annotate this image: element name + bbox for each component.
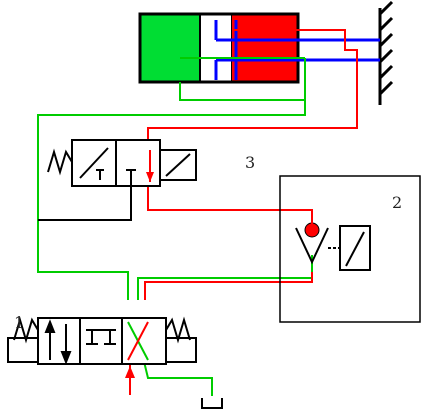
valve-2-seat	[295, 227, 329, 265]
valve-1-crossed-flow	[127, 321, 149, 361]
valve-3-spring-icon	[47, 148, 73, 176]
valve-3-solenoid	[38, 139, 197, 221]
valve-1-right-solenoid	[165, 337, 197, 363]
cylinder-barrel	[138, 12, 300, 84]
valve-3-arrow-icon	[146, 150, 154, 182]
hydraulic-cylinder	[138, 12, 380, 84]
cylinder-rod-chamber	[232, 14, 298, 82]
valve-1-left-solenoid	[7, 337, 39, 363]
valve-1-left-spring-icon	[13, 316, 39, 344]
valve-2-label: 2	[392, 193, 402, 212]
valve-1-directional	[7, 316, 197, 365]
cylinder-cap-chamber	[140, 14, 200, 82]
valve-1-right-spring-icon	[165, 316, 191, 344]
tank-icon	[201, 398, 223, 409]
valve-2-ball-icon	[304, 222, 320, 238]
valve-3-right-box	[115, 139, 161, 187]
piston-rod	[214, 20, 380, 80]
valve-2-check	[279, 175, 421, 323]
valve-2-dashed-enclosure	[279, 175, 421, 323]
valve-1-label: 1	[14, 313, 24, 332]
valve-1-inlet-arrow-icon	[125, 366, 135, 378]
fixed-wall	[378, 0, 394, 105]
valve-3-label: 3	[245, 153, 255, 172]
